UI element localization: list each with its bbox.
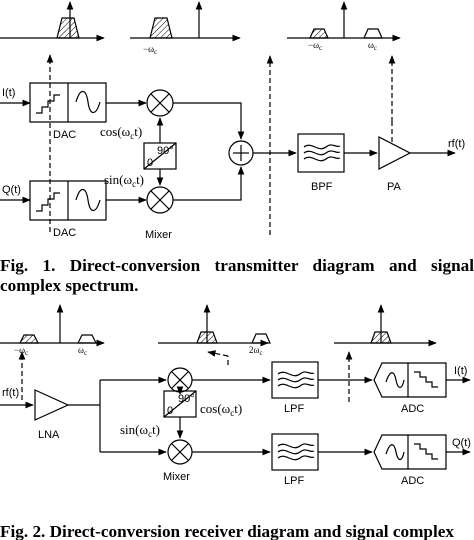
tx-input-i: I(t) [2, 87, 15, 99]
rx-spectrum-input [0, 304, 105, 347]
rx-spectrum-mixed [158, 304, 271, 347]
tx-phase-90: 90° [157, 145, 174, 157]
tx-spectrum-mixed [130, 1, 241, 42]
rx-spec-2wc: 2ωc [249, 345, 263, 357]
tx-spec-neg-wc: −ωc [143, 44, 157, 56]
figure-2-caption: Fig. 2. Direct-conversion receiver diagr… [0, 522, 474, 540]
figure-1-caption-line1: Fig. 1. Direct-conversion transmitter di… [0, 256, 474, 275]
rx-adc-i-label: ADC [401, 403, 424, 415]
rx-output-i: I(t) [454, 365, 467, 377]
rx-spec-pos-wc: ωc [78, 345, 87, 357]
rx-lna-label: LNA [38, 429, 60, 441]
tx-pa-label: PA [387, 181, 402, 193]
tx-bpf-label: BPF [311, 181, 333, 193]
rx-adc-q-label: ADC [401, 475, 424, 487]
tx-dac-q-label: DAC [53, 227, 76, 239]
tx-dac-i-label: DAC [53, 129, 76, 141]
rx-labels: −ωc ωc 2ωc rf(t) LNA cos(ωct) sin(ωct) 9… [2, 345, 471, 487]
rx-spectrum-filtered [334, 304, 437, 347]
rx-spec-neg-wc: −ωc [14, 345, 28, 357]
receiver-diagram [0, 304, 471, 471]
rx-adc-i [373, 362, 447, 398]
tx-mixer-label: Mixer [145, 229, 172, 241]
tx-input-q: Q(t) [2, 184, 21, 196]
tx-spec-out-pos-wc: ωc [368, 40, 377, 52]
figure-1-caption-line2: complex spectrum. [0, 276, 139, 295]
rx-output-q: Q(t) [452, 437, 471, 449]
transmitter-diagram [0, 1, 456, 235]
rx-input: rf(t) [2, 387, 19, 399]
tx-pa [378, 136, 412, 170]
rx-phase-90: 90° [178, 393, 195, 405]
rx-mixer-label: Mixer [163, 471, 190, 483]
figure-2-caption-line1: Fig. 2. Direct-conversion receiver diagr… [0, 522, 454, 540]
tx-spectrum-output [287, 1, 401, 42]
figure-1-caption: Fig. 1. Direct-conversion transmitter di… [0, 256, 474, 296]
tx-output: rf(t) [448, 138, 465, 150]
rx-lpf-i-label: LPF [284, 403, 304, 415]
rx-lpf-q-label: LPF [284, 475, 304, 487]
rx-phase-0: 0 [167, 405, 173, 417]
tx-spec-out-neg-wc: −ωc [308, 40, 322, 52]
tx-lo-cos: cos(ωct) [100, 124, 142, 141]
tx-lo-sin: sin(ωct) [104, 172, 144, 189]
rx-lna [34, 389, 70, 421]
rx-lo-sin: sin(ωct) [120, 422, 160, 439]
rx-lo-cos: cos(ωct) [200, 401, 242, 418]
rx-adc-q [373, 434, 447, 470]
tx-spectrum-baseband [0, 1, 105, 42]
tx-phase-0: 0 [147, 157, 153, 169]
tx-labels: −ωc −ωc ωc I(t) Q(t) DAC DAC cos(ωct) si… [2, 40, 465, 241]
